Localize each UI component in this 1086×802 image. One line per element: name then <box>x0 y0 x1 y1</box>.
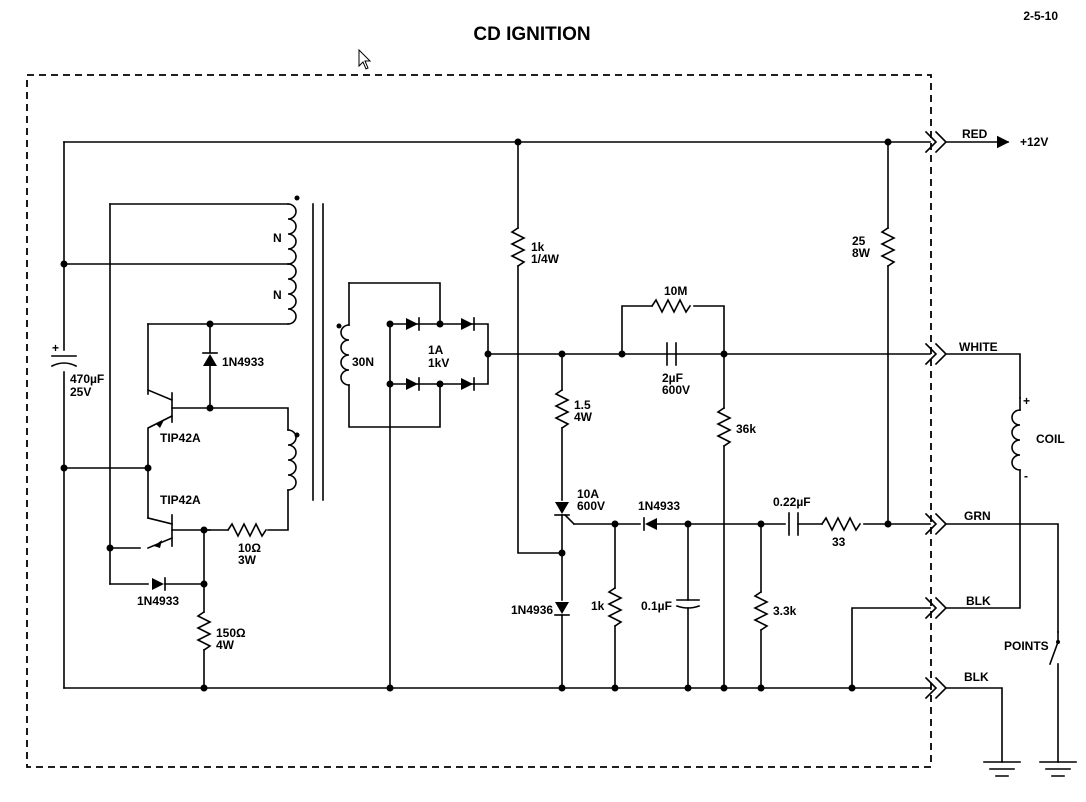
transistor-q1: TIP42A <box>146 388 211 469</box>
connector-grn: GRN <box>924 509 1059 633</box>
primary-winding-bottom <box>287 263 297 325</box>
connector-red: RED +12V <box>924 127 1048 154</box>
resistor-150ohm <box>196 610 212 652</box>
r1k-top-value: 1k <box>531 240 545 254</box>
bridge-rectifier: 1A 1kV <box>389 317 489 391</box>
r15-value: 1.5 <box>574 398 591 412</box>
r10-value: 10Ω <box>238 541 261 555</box>
resistor-1k-bottom <box>607 586 623 628</box>
r10-power: 3W <box>238 553 257 567</box>
resistor-25-8w <box>880 226 896 268</box>
scr-voltage: 600V <box>577 499 605 513</box>
points-label: POINTS <box>1004 639 1049 653</box>
enclosure-border <box>26 74 932 768</box>
diagram-title: CD IGNITION <box>473 24 590 45</box>
resistor-3-3k <box>753 590 769 632</box>
label-red: RED <box>962 127 988 141</box>
coil-plus-label: + <box>1023 394 1030 408</box>
resistor-10ohm <box>226 522 268 538</box>
bridge-voltage: 1kV <box>428 356 449 370</box>
winding-label-n-top: N <box>273 231 282 245</box>
r25-power: 8W <box>852 246 871 260</box>
capacitor-2uf <box>666 342 677 366</box>
connector-white: WHITE <box>924 340 1021 399</box>
cap-2uf-value: 2µF <box>662 371 683 385</box>
r25-value: 25 <box>852 234 866 248</box>
diode-lower-label: 1N4933 <box>137 594 179 608</box>
points-switch: POINTS <box>1004 631 1060 763</box>
winding-label-n-bottom: N <box>273 288 282 302</box>
resistor-33 <box>820 516 862 532</box>
cap-plus-sign: + <box>52 341 59 355</box>
resistor-1k-quarter <box>510 226 526 268</box>
r1k-bottom-label: 1k <box>591 599 605 613</box>
label-white: WHITE <box>959 340 998 354</box>
ground-symbol-icon <box>1039 761 1077 777</box>
cap-2uf-voltage: 600V <box>662 383 690 397</box>
resistor-1-5 <box>554 388 570 430</box>
capacitor-0-22uf <box>788 512 799 536</box>
label-blk-bottom: BLK <box>964 670 989 684</box>
q1-label: TIP42A <box>160 431 201 445</box>
r1k-top-power: 1/4W <box>531 252 560 266</box>
transistor-q2: TIP42A <box>146 493 211 550</box>
connector-blk-bottom: BLK <box>924 670 1003 763</box>
d-gate-label: 1N4933 <box>638 499 680 513</box>
diode-upper-label: 1N4933 <box>222 355 264 369</box>
ground-symbol-icon <box>983 761 1021 777</box>
resistor-36k <box>716 406 732 448</box>
coil-minus-label: - <box>1024 469 1028 483</box>
r15-power: 4W <box>574 410 593 424</box>
secondary-winding <box>340 324 350 386</box>
d1n4936-label: 1N4936 <box>511 603 553 617</box>
scr-thyristor: 10A 600V <box>554 487 605 526</box>
diagram-date: 2-5-10 <box>1023 9 1058 23</box>
r33-label: 33 <box>832 535 846 549</box>
primary-winding-top <box>287 203 297 265</box>
coil-label: COIL <box>1036 432 1065 446</box>
feedback-winding <box>287 429 297 491</box>
cap-470-value: 470µF <box>70 372 104 386</box>
mouse-cursor-icon <box>358 48 372 70</box>
capacitor-0-1uf <box>675 599 701 609</box>
ignition-coil: + - COIL <box>1011 394 1065 483</box>
diode-lower-icon <box>152 578 164 590</box>
bridge-current: 1A <box>428 343 444 357</box>
capacitor-470uf: + 470µF 25V <box>50 341 104 399</box>
r150-value: 150Ω <box>216 626 246 640</box>
diode-upper-icon <box>203 354 217 366</box>
q2-label: TIP42A <box>160 493 201 507</box>
diode-gate-icon <box>645 518 657 530</box>
label-plus12v: +12V <box>1020 135 1048 149</box>
r33k-label: 3.3k <box>773 604 797 618</box>
label-grn: GRN <box>964 509 991 523</box>
cap-022-label: 0.22µF <box>773 495 811 509</box>
transformer-core <box>312 203 324 501</box>
junction-dots <box>60 138 892 692</box>
cap-470-voltage: 25V <box>70 385 91 399</box>
scr-current: 10A <box>577 487 599 501</box>
label-blk-top: BLK <box>966 594 991 608</box>
r150-power: 4W <box>216 638 235 652</box>
resistor-10m <box>650 298 692 314</box>
connector-blk-top: BLK <box>924 469 1021 620</box>
secondary-label: 30N <box>352 355 374 369</box>
r10m-label: 10M <box>664 284 687 298</box>
cap-01-label: 0.1µF <box>641 599 672 613</box>
diode-1n4936-icon <box>555 602 569 614</box>
r36k-label: 36k <box>736 422 756 436</box>
